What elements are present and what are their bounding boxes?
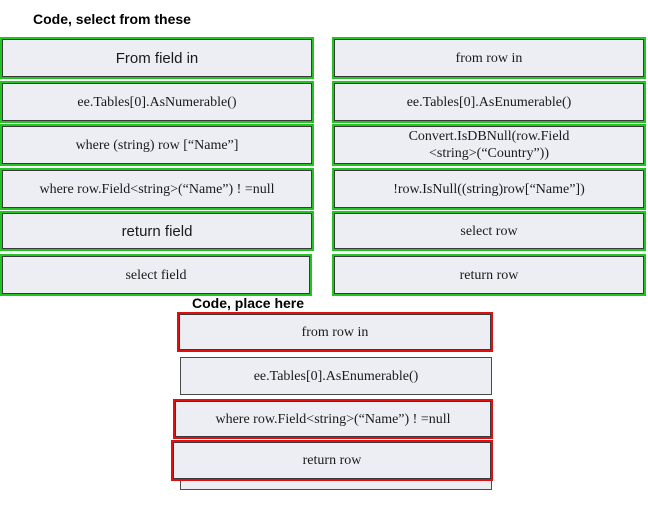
code-option-label: From field in: [115, 49, 199, 67]
answer-slot[interactable]: where row.Field<string>(“Name”) ! =null: [175, 401, 491, 437]
code-option-label: where row.Field<string>(“Name”) ! =null: [39, 181, 275, 197]
answer-slot-divider: [180, 481, 492, 490]
code-option-label: return row: [459, 267, 519, 283]
code-option-label: select field: [125, 267, 187, 283]
code-option[interactable]: return row: [334, 256, 644, 294]
code-option[interactable]: !row.IsNull((string)row[“Name”]): [334, 170, 644, 208]
answer-slot[interactable]: from row in: [179, 314, 491, 350]
code-option-label: ee.Tables[0].AsEnumerable(): [406, 94, 572, 110]
code-option[interactable]: ee.Tables[0].AsNumerable(): [2, 83, 312, 121]
code-option[interactable]: return field: [2, 213, 312, 249]
code-option-label: ee.Tables[0].AsNumerable(): [77, 94, 237, 110]
code-option-label: select row: [460, 223, 518, 239]
answer-slot-label: ee.Tables[0].AsEnumerable(): [253, 368, 419, 384]
code-option-label: Convert.IsDBNull(row.Field <string>(“Cou…: [408, 129, 570, 161]
answer-slot[interactable]: return row: [173, 442, 491, 479]
code-option[interactable]: ee.Tables[0].AsEnumerable(): [334, 83, 644, 121]
code-option[interactable]: from row in: [334, 39, 644, 77]
code-option[interactable]: where row.Field<string>(“Name”) ! =null: [2, 170, 312, 208]
code-option-label: from row in: [455, 50, 523, 66]
code-option[interactable]: where (string) row [“Name”]: [2, 126, 312, 164]
answer-slot-label: from row in: [301, 324, 369, 340]
code-option-label: !row.IsNull((string)row[“Name”]): [393, 181, 585, 197]
select-area-heading: Code, select from these: [33, 11, 191, 27]
place-area-heading: Code, place here: [192, 295, 305, 311]
code-option[interactable]: select row: [334, 213, 644, 249]
code-option-label: return field: [121, 222, 193, 240]
answer-slot-label: return row: [302, 453, 362, 468]
code-option[interactable]: Convert.IsDBNull(row.Field <string>(“Cou…: [334, 126, 644, 164]
answer-slot[interactable]: ee.Tables[0].AsEnumerable(): [180, 357, 492, 395]
code-option-label: where (string) row [“Name”]: [75, 137, 239, 153]
code-option[interactable]: select field: [2, 256, 310, 294]
code-option[interactable]: From field in: [2, 39, 312, 77]
answer-slot-label: where row.Field<string>(“Name”) ! =null: [215, 411, 451, 427]
